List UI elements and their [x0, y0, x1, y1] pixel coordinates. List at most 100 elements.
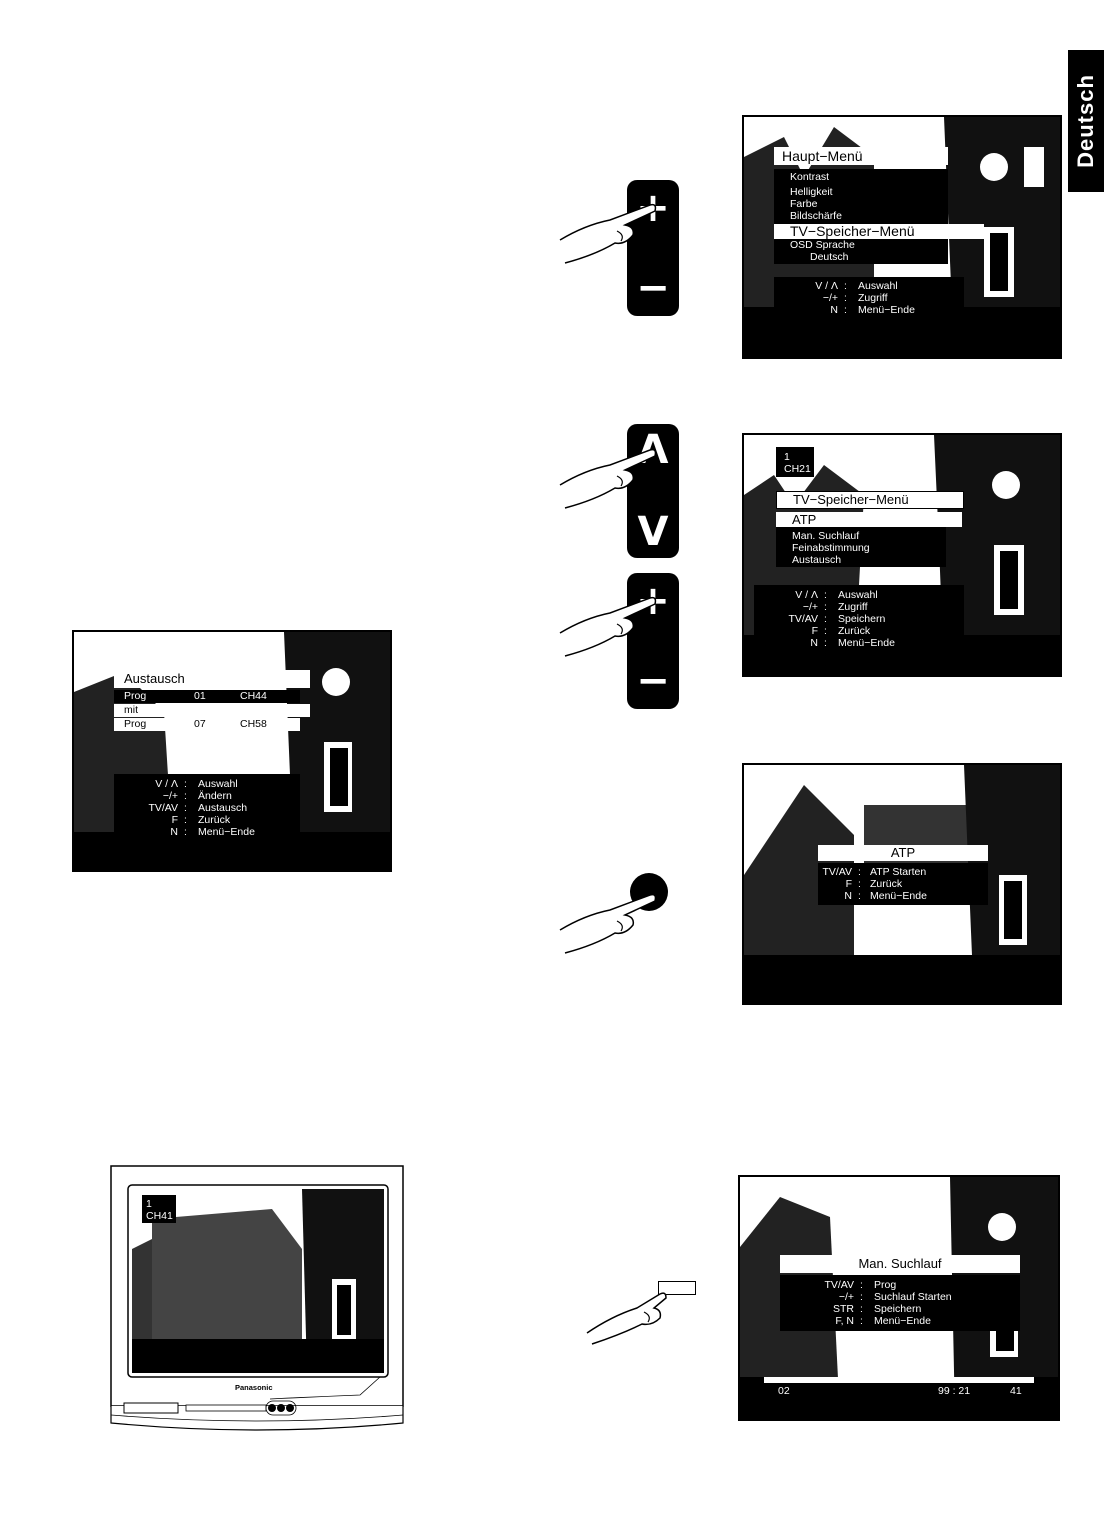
key-action: Prog: [874, 1279, 897, 1291]
key-label: F: [811, 625, 818, 637]
key-separator: :: [844, 304, 847, 316]
program-number: 1: [784, 451, 790, 463]
key-separator: :: [824, 637, 827, 649]
minus-icon: −: [636, 658, 670, 704]
language-tab: Deutsch: [1068, 50, 1104, 192]
key-label: F: [845, 878, 852, 890]
key-separator: :: [824, 625, 827, 637]
key-separator: :: [184, 790, 187, 802]
channel-number: CH41: [146, 1210, 173, 1222]
channel-number: CH21: [784, 463, 811, 475]
key-action: Zugriff: [838, 601, 868, 613]
channel-indicator: 1 CH21: [776, 447, 814, 477]
program-number: 02: [778, 1385, 790, 1397]
key-separator: :: [858, 878, 861, 890]
key-separator: :: [184, 802, 187, 814]
menu-item-tv-speicher[interactable]: TV−Speicher−Menü: [774, 224, 984, 239]
screen-tv-memory-menu: 1 CH21 TV−Speicher−Menü ATP Man. Suchlau…: [742, 433, 1062, 677]
program-number: 1: [146, 1198, 152, 1210]
key-label: −/+: [162, 790, 178, 802]
menu-item-kontrast[interactable]: Kontrast: [790, 171, 830, 183]
channel-indicator: 1 CH41: [142, 1195, 176, 1223]
key-label: TV/AV: [788, 613, 818, 625]
key-separator: :: [824, 589, 827, 601]
key-label: V / Λ: [155, 778, 178, 790]
frequency-readout: 99 : 21: [938, 1385, 971, 1397]
menu-title: Austausch: [114, 670, 310, 688]
key-separator: :: [860, 1303, 863, 1315]
menu-item-helligkeit[interactable]: Helligkeit: [790, 186, 833, 198]
menu-item-atp[interactable]: ATP: [776, 512, 962, 527]
key-separator: :: [858, 890, 861, 902]
key-action: Menü−Ende: [198, 826, 255, 838]
key-label: −/+: [822, 292, 838, 304]
osd-language-value: Deutsch: [810, 251, 849, 263]
minus-icon: −: [636, 265, 670, 311]
menu-item-austausch[interactable]: Austausch: [792, 554, 842, 566]
key-label: TV/AV: [148, 802, 178, 814]
tv-set: 1 CH41 Panasonic: [110, 1165, 404, 1437]
key-action: Ändern: [198, 790, 232, 802]
key-label: N: [844, 890, 852, 902]
key-label: −/+: [802, 601, 818, 613]
menu-item-man-suchlauf[interactable]: Man. Suchlauf: [792, 530, 860, 542]
key-label: V / Λ: [815, 280, 838, 292]
key-action: Auswahl: [198, 778, 238, 790]
key-action: Zurück: [198, 814, 231, 826]
prog-number: 01: [194, 690, 206, 702]
key-action: Zurück: [870, 878, 903, 890]
hand-pointer-icon: [586, 1292, 667, 1345]
channel-number: CH58: [240, 718, 267, 730]
key-action: Menü−Ende: [838, 637, 895, 649]
menu-item-farbe[interactable]: Farbe: [790, 198, 818, 210]
scene-image: [132, 1189, 384, 1373]
swap-row-source[interactable]: Prog 01 CH44: [114, 690, 300, 703]
osd-language-block: OSD Sprache Deutsch: [774, 239, 948, 264]
screen-main-menu: Haupt−Menü Kontrast Helligkeit Farbe Bil…: [742, 115, 1062, 359]
key-action: Menü−Ende: [870, 890, 927, 902]
prog-label: Prog: [124, 690, 147, 702]
menu-list: Man. Suchlauf Feinabstimmung Austausch: [776, 527, 946, 567]
prog-number: 07: [194, 718, 206, 730]
key-label: N: [830, 304, 838, 316]
hand-pointer-icon: [559, 596, 657, 657]
tv-screen: 1 CH41: [132, 1189, 384, 1373]
language-tab-label: Deutsch: [1073, 74, 1099, 168]
key-action: Zugriff: [858, 292, 888, 304]
menu-list: Kontrast Helligkeit Farbe Bildschärfe: [774, 169, 948, 224]
key-separator: :: [184, 814, 187, 826]
hand-pointer-icon: [559, 893, 657, 954]
key-separator: :: [844, 280, 847, 292]
menu-item-feinabstimmung[interactable]: Feinabstimmung: [792, 542, 870, 554]
up-down-button[interactable]: Λ V: [627, 424, 679, 558]
menu-item-bildschaerfe[interactable]: Bildschärfe: [790, 210, 842, 222]
key-label: −/+: [838, 1291, 854, 1303]
menu-title: Man. Suchlauf: [780, 1255, 1020, 1273]
rect-button[interactable]: [658, 1281, 696, 1295]
tv-brand-logo: Panasonic: [235, 1383, 273, 1392]
plus-minus-button[interactable]: + −: [627, 573, 679, 709]
osd-language-label[interactable]: OSD Sprache: [790, 239, 855, 251]
swap-row-target[interactable]: Prog 07 CH58: [114, 718, 300, 731]
key-separator: :: [860, 1279, 863, 1291]
key-action: ATP Starten: [870, 866, 927, 878]
key-label: N: [170, 826, 178, 838]
key-action: Auswahl: [858, 280, 898, 292]
key-action: Speichern: [838, 613, 886, 625]
key-action: Suchlauf Starten: [874, 1291, 952, 1303]
menu-title: ATP: [818, 845, 988, 861]
key-action: Speichern: [874, 1303, 922, 1315]
menu-title: TV−Speicher−Menü: [776, 491, 964, 509]
key-label: STR: [833, 1303, 854, 1315]
channel-number: CH44: [240, 690, 267, 702]
key-label: V / Λ: [795, 589, 818, 601]
key-separator: :: [860, 1291, 863, 1303]
screen-manual-search: Man. Suchlauf TV/AV:Prog−/+:Suchlauf Sta…: [738, 1175, 1060, 1421]
